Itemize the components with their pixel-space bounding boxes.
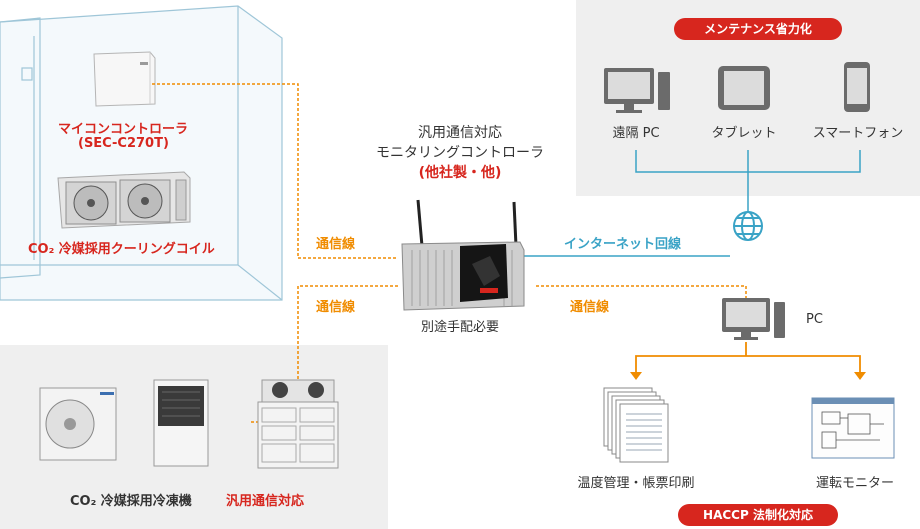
- controller-name: マイコンコントローラ: [58, 122, 189, 137]
- cooling-coil-label: CO₂ 冷媒採用クーリングコイル: [28, 242, 215, 257]
- condensing-unit-icon: [39, 387, 117, 461]
- comm-line-label-bottom-left: 通信線: [316, 300, 356, 315]
- monitoring-title-line2: モニタリングコントローラ: [376, 145, 544, 161]
- output-label-monitor: 運転モニター: [815, 476, 894, 491]
- comm-line-label-bottom-right: 通信線: [570, 300, 610, 315]
- monitoring-controller-device: [401, 199, 525, 311]
- tablet-icon: [718, 66, 770, 110]
- local-pc-icon: [722, 298, 785, 340]
- haccp-badge: HACCP 法制化対応: [678, 504, 838, 526]
- device-label-smartphone: スマートフォン: [812, 126, 904, 141]
- output-label-temperature: 温度管理・帳票印刷: [577, 476, 695, 491]
- monitoring-title-line1: 汎用通信対応: [418, 125, 502, 141]
- internet-line-label: インターネット回線: [564, 237, 682, 252]
- device-label-tablet: タブレット: [711, 126, 777, 141]
- outdoor-unit-label-red: 汎用通信対応: [226, 494, 305, 509]
- pc-output-arrows: [635, 342, 861, 372]
- refrigerator-unit-icon: [153, 379, 209, 467]
- maintenance-badge: メンテナンス省力化: [674, 18, 842, 40]
- operation-monitor-icon: [811, 397, 895, 459]
- comm-line-label-top: 通信線: [316, 237, 356, 252]
- controller-model: (SEC-C270T): [78, 136, 169, 151]
- monitoring-note: (他社製・他): [418, 165, 502, 181]
- cooling-coil-icon: [57, 171, 191, 229]
- internet-lines: [518, 150, 861, 257]
- outdoor-unit-label: CO₂ 冷媒採用冷凍機: [70, 494, 192, 509]
- general-comm-unit-icon: [257, 379, 339, 469]
- globe-icon: [733, 211, 763, 241]
- microcomputer-controller-icon: [93, 51, 156, 107]
- arrangement-note: 別途手配必要: [420, 320, 499, 335]
- arrow-right-head: [854, 372, 866, 380]
- smartphone-icon: [844, 62, 870, 112]
- remote-pc-icon: [604, 68, 670, 113]
- arrow-left-head: [630, 372, 642, 380]
- temperature-report-icon: [603, 387, 669, 463]
- pc-label: PC: [806, 312, 823, 327]
- device-label-remote-pc: 遠隔 PC: [612, 126, 660, 141]
